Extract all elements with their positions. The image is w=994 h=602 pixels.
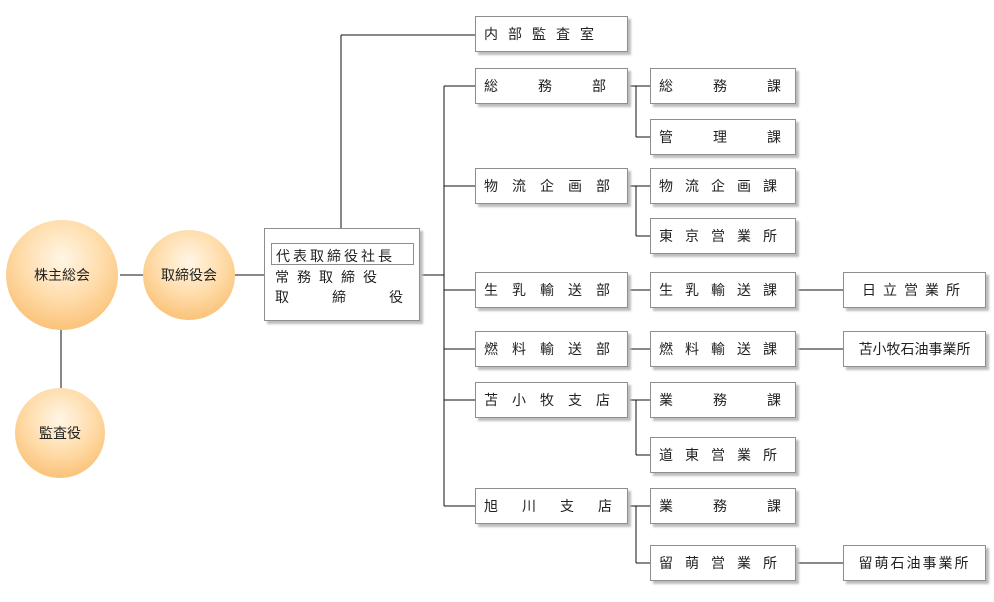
section-box: 生乳輸送課 [650, 272, 796, 308]
office-label: 日立営業所 [862, 283, 967, 299]
internal-audit-label: 内部監査室 [484, 27, 604, 43]
dept-label: 生乳輸送部 [484, 283, 624, 299]
board-of-directors-node: 取締役会 [143, 230, 235, 320]
director-label: 取締役 [275, 290, 446, 306]
section-label: 燃料輸送課 [659, 342, 789, 358]
board-of-directors-label: 取締役会 [161, 268, 217, 284]
auditor-node: 監査役 [15, 388, 105, 478]
dept-box: 苫小牧支店 [475, 382, 628, 418]
dept-label: 燃料輸送部 [484, 342, 624, 358]
dept-box: 旭川支店 [475, 488, 628, 524]
section-box: 業務課 [650, 382, 796, 418]
office-label: 苫小牧石油事業所 [858, 342, 971, 358]
dept-box: 燃料輸送部 [475, 331, 628, 367]
section-box: 道東営業所 [650, 437, 796, 473]
section-box: 留萌営業所 [650, 545, 796, 581]
section-box: 総務課 [650, 68, 796, 104]
internal-audit-box: 内部監査室 [475, 16, 628, 52]
dept-label: 旭川支店 [484, 499, 636, 515]
section-label: 業務課 [659, 499, 821, 515]
shareholders-meeting-node: 株主総会 [6, 220, 118, 330]
office-label: 留萌石油事業所 [858, 556, 971, 572]
section-label: 留萌営業所 [659, 556, 789, 572]
dept-box: 生乳輸送部 [475, 272, 628, 308]
office-box: 留萌石油事業所 [843, 545, 986, 581]
dept-box: 物流企画部 [475, 168, 628, 204]
section-box: 燃料輸送課 [650, 331, 796, 367]
section-label: 総務課 [659, 79, 821, 95]
auditor-label: 監査役 [39, 426, 81, 442]
section-label: 東京営業所 [659, 229, 789, 245]
section-box: 業務課 [650, 488, 796, 524]
section-label: 物流企画課 [659, 179, 789, 195]
section-box: 管理課 [650, 119, 796, 155]
section-box: 東京営業所 [650, 218, 796, 254]
president-label: 代表取締役社長 [276, 249, 395, 265]
section-label: 管理課 [659, 130, 821, 146]
section-label: 業務課 [659, 393, 821, 409]
dept-label: 物流企画部 [484, 179, 624, 195]
managing-director-label: 常務取締役 [275, 270, 385, 286]
office-box: 苫小牧石油事業所 [843, 331, 986, 367]
dept-label: 総務部 [484, 79, 646, 95]
shareholders-meeting-label: 株主総会 [34, 268, 90, 284]
section-label: 生乳輸送課 [659, 283, 789, 299]
section-box: 物流企画課 [650, 168, 796, 204]
executives-box: 代表取締役社長 常務取締役 取締役 [264, 228, 420, 321]
section-label: 道東営業所 [659, 448, 789, 464]
dept-label: 苫小牧支店 [484, 393, 624, 409]
dept-box: 総務部 [475, 68, 628, 104]
office-box: 日立営業所 [843, 272, 986, 308]
president-box: 代表取締役社長 [271, 243, 414, 265]
